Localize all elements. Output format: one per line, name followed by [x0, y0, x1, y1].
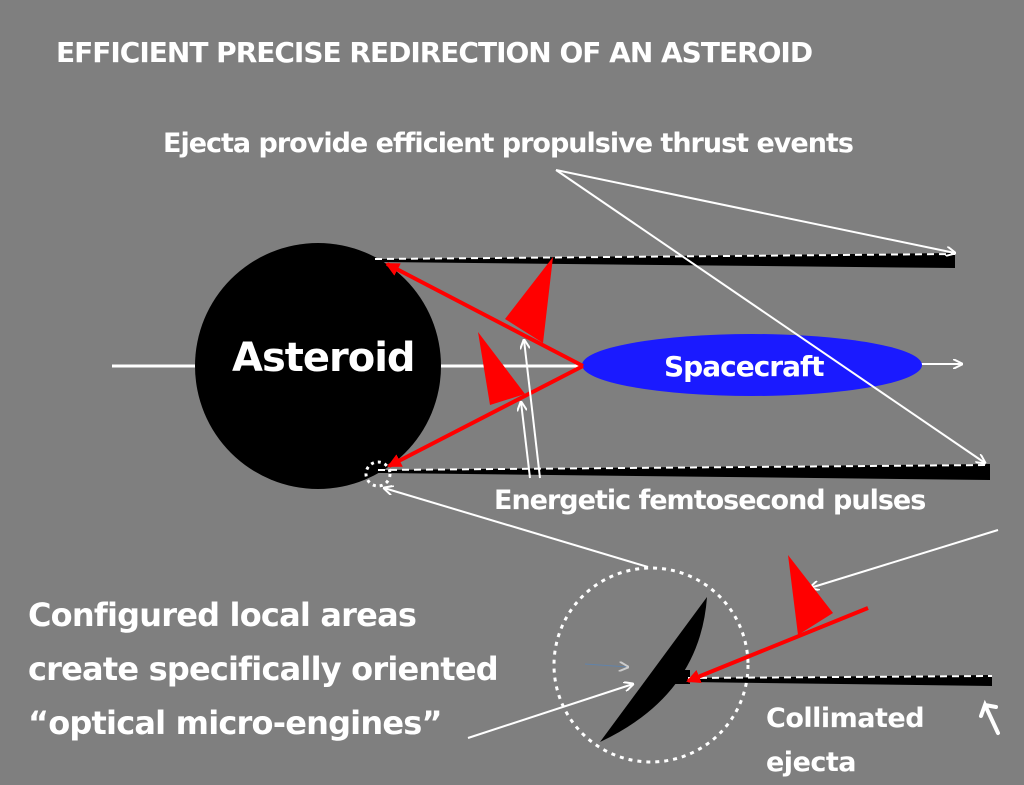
laser-path-bottom	[387, 364, 584, 468]
zoom-ejecta-beam	[687, 675, 993, 686]
collimated-ejecta-label-line: Collimated	[766, 703, 925, 734]
spacecraft-body	[582, 334, 922, 396]
micro-engines-label-line: Configured local areas	[28, 596, 417, 634]
diagram-canvas	[112, 169, 1000, 764]
micro-engines-label-line: create specifically oriented	[28, 650, 499, 688]
asteroid-label: Asteroid	[232, 335, 416, 381]
asteroid-body	[195, 243, 441, 489]
ejecta-thrust-label: Ejecta provide efficient propulsive thru…	[163, 128, 854, 159]
zoom-inset	[552, 555, 993, 764]
annotation-arrow-pulse-bottom	[521, 402, 531, 479]
target-area-marker	[364, 460, 392, 488]
annotation-arrow-ejecta-top	[555, 169, 955, 253]
zoom-pulse-spike	[788, 555, 833, 635]
annotation-arrow-pulse-zoom	[810, 529, 999, 588]
pulse-spike-bottom	[478, 332, 525, 405]
micro-engines-label: Configured local areas create specifical…	[28, 588, 548, 750]
zoom-connector-arrow	[384, 488, 649, 568]
zoom-laser-path	[686, 606, 869, 683]
annotation-arrow-ejecta-bottom	[555, 169, 985, 463]
annotation-arrow-microengine	[467, 684, 633, 739]
ejecta-beam-bottom	[377, 464, 991, 480]
laser-path-top	[385, 262, 584, 368]
annotation-arrow-pulse-top	[524, 340, 541, 479]
collimated-pointer-arrow	[979, 699, 1000, 735]
spacecraft-label: Spacecraft	[664, 350, 825, 383]
ejecta-beam-top	[374, 253, 956, 268]
collimated-ejecta-label-line: ejecta	[766, 747, 857, 778]
femtosecond-pulses-label: Energetic femtosecond pulses	[494, 485, 926, 516]
pulse-spike-top	[505, 257, 553, 343]
slide-title: EFFICIENT PRECISE REDIRECTION OF AN ASTE…	[56, 36, 813, 69]
collimated-ejecta-label: Collimated ejecta	[766, 697, 956, 785]
micro-engine-facet	[600, 597, 707, 742]
micro-engines-label-line: “optical micro-engines”	[28, 704, 443, 742]
